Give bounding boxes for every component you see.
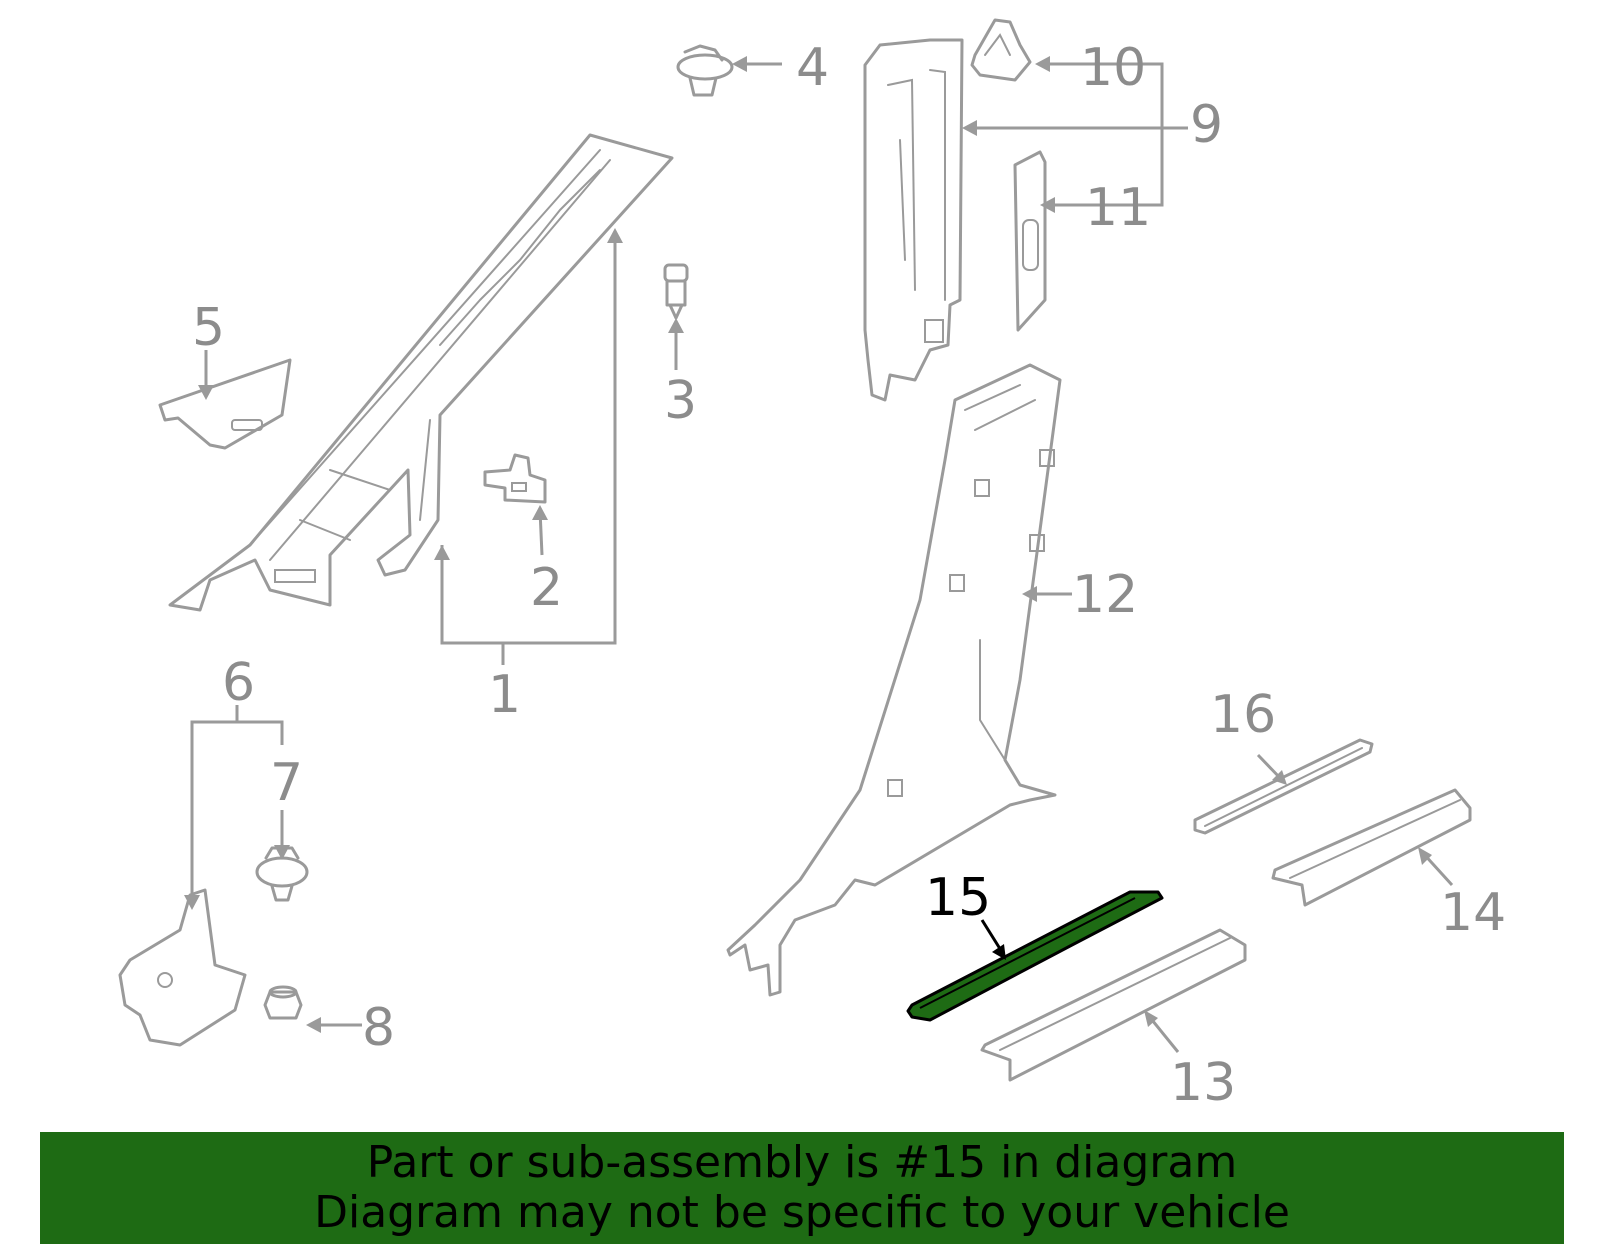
part-6-lower-trim [118,888,247,1047]
arrow-9 [962,120,977,136]
callout-11: 11 [1085,178,1151,238]
callout-3: 3 [664,371,697,431]
part-10-clip [970,18,1032,82]
callout-2: 2 [530,558,563,618]
callout-7: 7 [270,753,303,813]
leader-15 [980,919,1004,953]
part-13-sill-plate [980,928,1247,1082]
arrowheads [184,56,1432,1033]
callout-16: 16 [1210,685,1276,745]
part-12-b-pillar-lower [726,363,1062,997]
callout-10: 10 [1080,38,1146,98]
callout-9: 9 [1190,95,1223,155]
callout-1: 1 [488,665,521,725]
callout-5: 5 [192,298,225,358]
part-15-scuff-plate[interactable] [906,890,1164,1022]
part-5-trim [158,358,292,450]
arrow-12 [1022,586,1037,602]
arrow-5 [198,385,214,400]
callout-13: 13 [1170,1053,1236,1113]
arrow-2 [532,505,548,520]
part-1-a-pillar-trim [168,133,674,612]
arrow-4 [732,56,747,72]
callout-12: 12 [1072,565,1138,625]
arrow-8 [306,1017,321,1033]
part-14-sill-plate [1271,788,1472,907]
leader-9-10-11 [1045,62,1164,207]
arrow-15 [992,944,1006,960]
parts-diagram: 1 2 3 4 5 6 7 8 9 10 11 12 13 14 15 16 [118,18,1506,1113]
part-3-retainer [663,263,689,320]
arrow-1a [434,545,450,560]
info-banner: Part or sub-assembly is #15 in diagram D… [40,1132,1564,1244]
part-11-panel [1013,150,1047,332]
callout-6: 6 [222,653,255,713]
callout-4: 4 [796,38,829,98]
arrow-7 [274,845,290,860]
part-2-clip [483,453,547,504]
arrow-13 [1144,1010,1158,1027]
arrow-14 [1418,847,1432,865]
leader-lines [190,62,1454,1053]
arrow-6 [184,895,200,910]
callout-labels: 1 2 3 4 5 6 7 8 9 10 11 12 13 14 15 16 [192,38,1506,1113]
callout-8: 8 [362,998,395,1058]
leader-1 [440,235,617,645]
leader-6 [190,720,284,905]
arrow-11 [1040,197,1055,213]
part-16-strip [1193,738,1374,835]
callout-15: 15 [925,868,991,928]
part-4-fastener [676,44,734,97]
callout-14: 14 [1440,883,1506,943]
arrow-1b [607,228,623,243]
arrow-3 [668,318,684,333]
banner-line-1: Part or sub-assembly is #15 in diagram [366,1137,1238,1188]
banner-line-2: Diagram may not be specific to your vehi… [314,1187,1290,1238]
part-9-b-pillar-upper [863,38,964,402]
arrow-10 [1035,56,1050,72]
part-8-nut [263,985,303,1020]
arrow-16 [1272,770,1287,785]
